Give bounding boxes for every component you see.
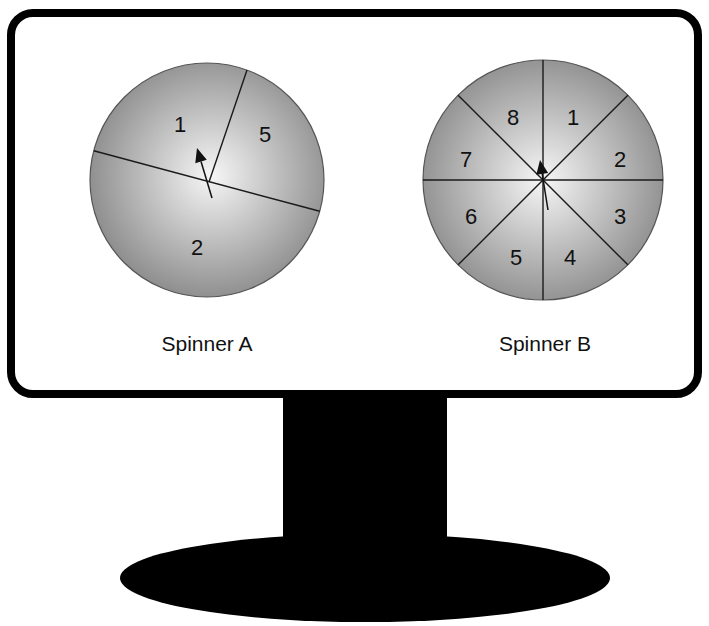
sector-number: 7 [460, 149, 472, 171]
spinner-pointer [542, 174, 548, 210]
sector-line [209, 70, 247, 182]
monitor-stand [283, 392, 447, 548]
pointer-head [195, 148, 206, 163]
spinner-disc [90, 63, 324, 297]
spinner-label: Spinner B [499, 333, 591, 354]
sector-line [458, 95, 628, 265]
spinner-pointer [201, 161, 212, 198]
sector-number: 3 [614, 206, 626, 228]
sector-number: 1 [567, 107, 579, 129]
sector-number: 2 [614, 149, 626, 171]
sector-number: 5 [259, 124, 271, 146]
spinner-disc [423, 60, 663, 300]
sector-number: 8 [507, 107, 519, 129]
spinner-drawing [421, 58, 665, 363]
monitor-screen [11, 13, 698, 394]
sector-number: 1 [174, 114, 186, 136]
sector-line [94, 151, 320, 212]
sector-number: 2 [191, 237, 203, 259]
spinner: 8 1 7 2 6 3 5 4Spinner B [421, 58, 665, 363]
sector-number: 6 [465, 206, 477, 228]
pointer-head [536, 160, 548, 175]
sector-number: 4 [564, 247, 576, 269]
spinner-drawing [88, 60, 326, 365]
sector-number: 5 [510, 247, 522, 269]
spinner: 1 5 2Spinner A [88, 60, 326, 365]
spinner-label: Spinner A [161, 333, 252, 354]
